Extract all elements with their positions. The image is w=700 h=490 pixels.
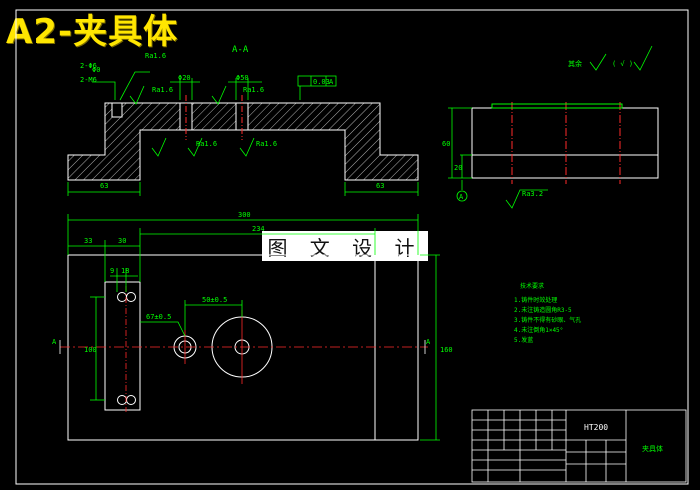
dim-hole-a: 9 <box>110 267 114 275</box>
dim-depth: Φ0 <box>92 66 100 74</box>
dim-hole-b: 18 <box>121 267 129 275</box>
drawing-title: A2-夹具体 <box>6 12 179 52</box>
drawing-frame <box>15 9 689 485</box>
section-mark-left: A <box>52 338 57 346</box>
title-block <box>471 409 687 483</box>
dim-ra-bottom: Ra1.6 <box>196 140 217 148</box>
dim-inner-length: 234 <box>252 225 265 233</box>
section-dimensions <box>67 71 419 196</box>
dim-base-right: 63 <box>376 182 384 190</box>
notes-line-3: 3.铸件不得有砂眼、气孔 <box>514 316 581 324</box>
notes-line-5: 5.发蓝 <box>514 336 533 344</box>
dim-base-left: 63 <box>100 182 108 190</box>
dim-ra-right: Ra1.6 <box>243 86 264 94</box>
section-body <box>67 102 419 181</box>
plan-centerlines <box>60 286 428 412</box>
dim-pad-width: 30 <box>118 237 126 245</box>
dim-total-length: 300 <box>238 211 251 219</box>
dim-side-h2: 20 <box>454 164 462 172</box>
dim-thread: 2-M6 <box>80 76 97 84</box>
dim-phi20: Φ20 <box>178 74 191 82</box>
dim-left-offset: 33 <box>84 237 92 245</box>
dim-ra-mid: Ra1.6 <box>152 86 173 94</box>
dim-ra-bottom2: Ra1.6 <box>256 140 277 148</box>
plan-dimensions <box>59 214 440 441</box>
section-label: A-A <box>232 45 249 55</box>
notes-line-2: 2.未注铸造圆角R3-5 <box>514 306 572 314</box>
notes-line-4: 4.未注倒角1×45° <box>514 326 563 334</box>
dim-ra32: Ra3.2 <box>522 190 543 198</box>
side-dimensions <box>448 45 653 209</box>
dim-holes: 2-Φ6 <box>80 62 97 70</box>
side-view <box>471 102 659 184</box>
dim-center-dist: 67±0.5 <box>146 313 171 321</box>
dim-left-v: 100 <box>84 346 97 354</box>
technical-notes: 技术要求 1.铸件时效处理 2.未注铸造圆角R3-5 3.铸件不得有砂眼、气孔 … <box>514 282 581 344</box>
datum-marker: A <box>459 193 464 201</box>
roughness-note: 其余 <box>568 59 582 68</box>
dim-side-h1: 60 <box>442 140 450 148</box>
dim-center-dist2: 50±0.5 <box>202 296 227 304</box>
dim-datum: A <box>329 78 334 86</box>
dim-flatness: 0.03 <box>313 78 330 86</box>
section-view <box>67 95 419 181</box>
dim-ra-top: Ra1.6 <box>145 52 166 60</box>
title-block-material: HT200 <box>584 423 608 432</box>
plan-view <box>67 254 419 441</box>
dim-height-side: 160 <box>440 346 453 354</box>
section-mark-right: A <box>426 338 431 346</box>
roughness-paren: ( √ ) <box>612 60 633 68</box>
dim-phi50: Φ50 <box>236 74 249 82</box>
title-block-part-name: 夹具体 <box>642 444 663 453</box>
notes-line-1: 1.铸件时效处理 <box>514 296 557 304</box>
notes-heading: 技术要求 <box>520 282 544 290</box>
